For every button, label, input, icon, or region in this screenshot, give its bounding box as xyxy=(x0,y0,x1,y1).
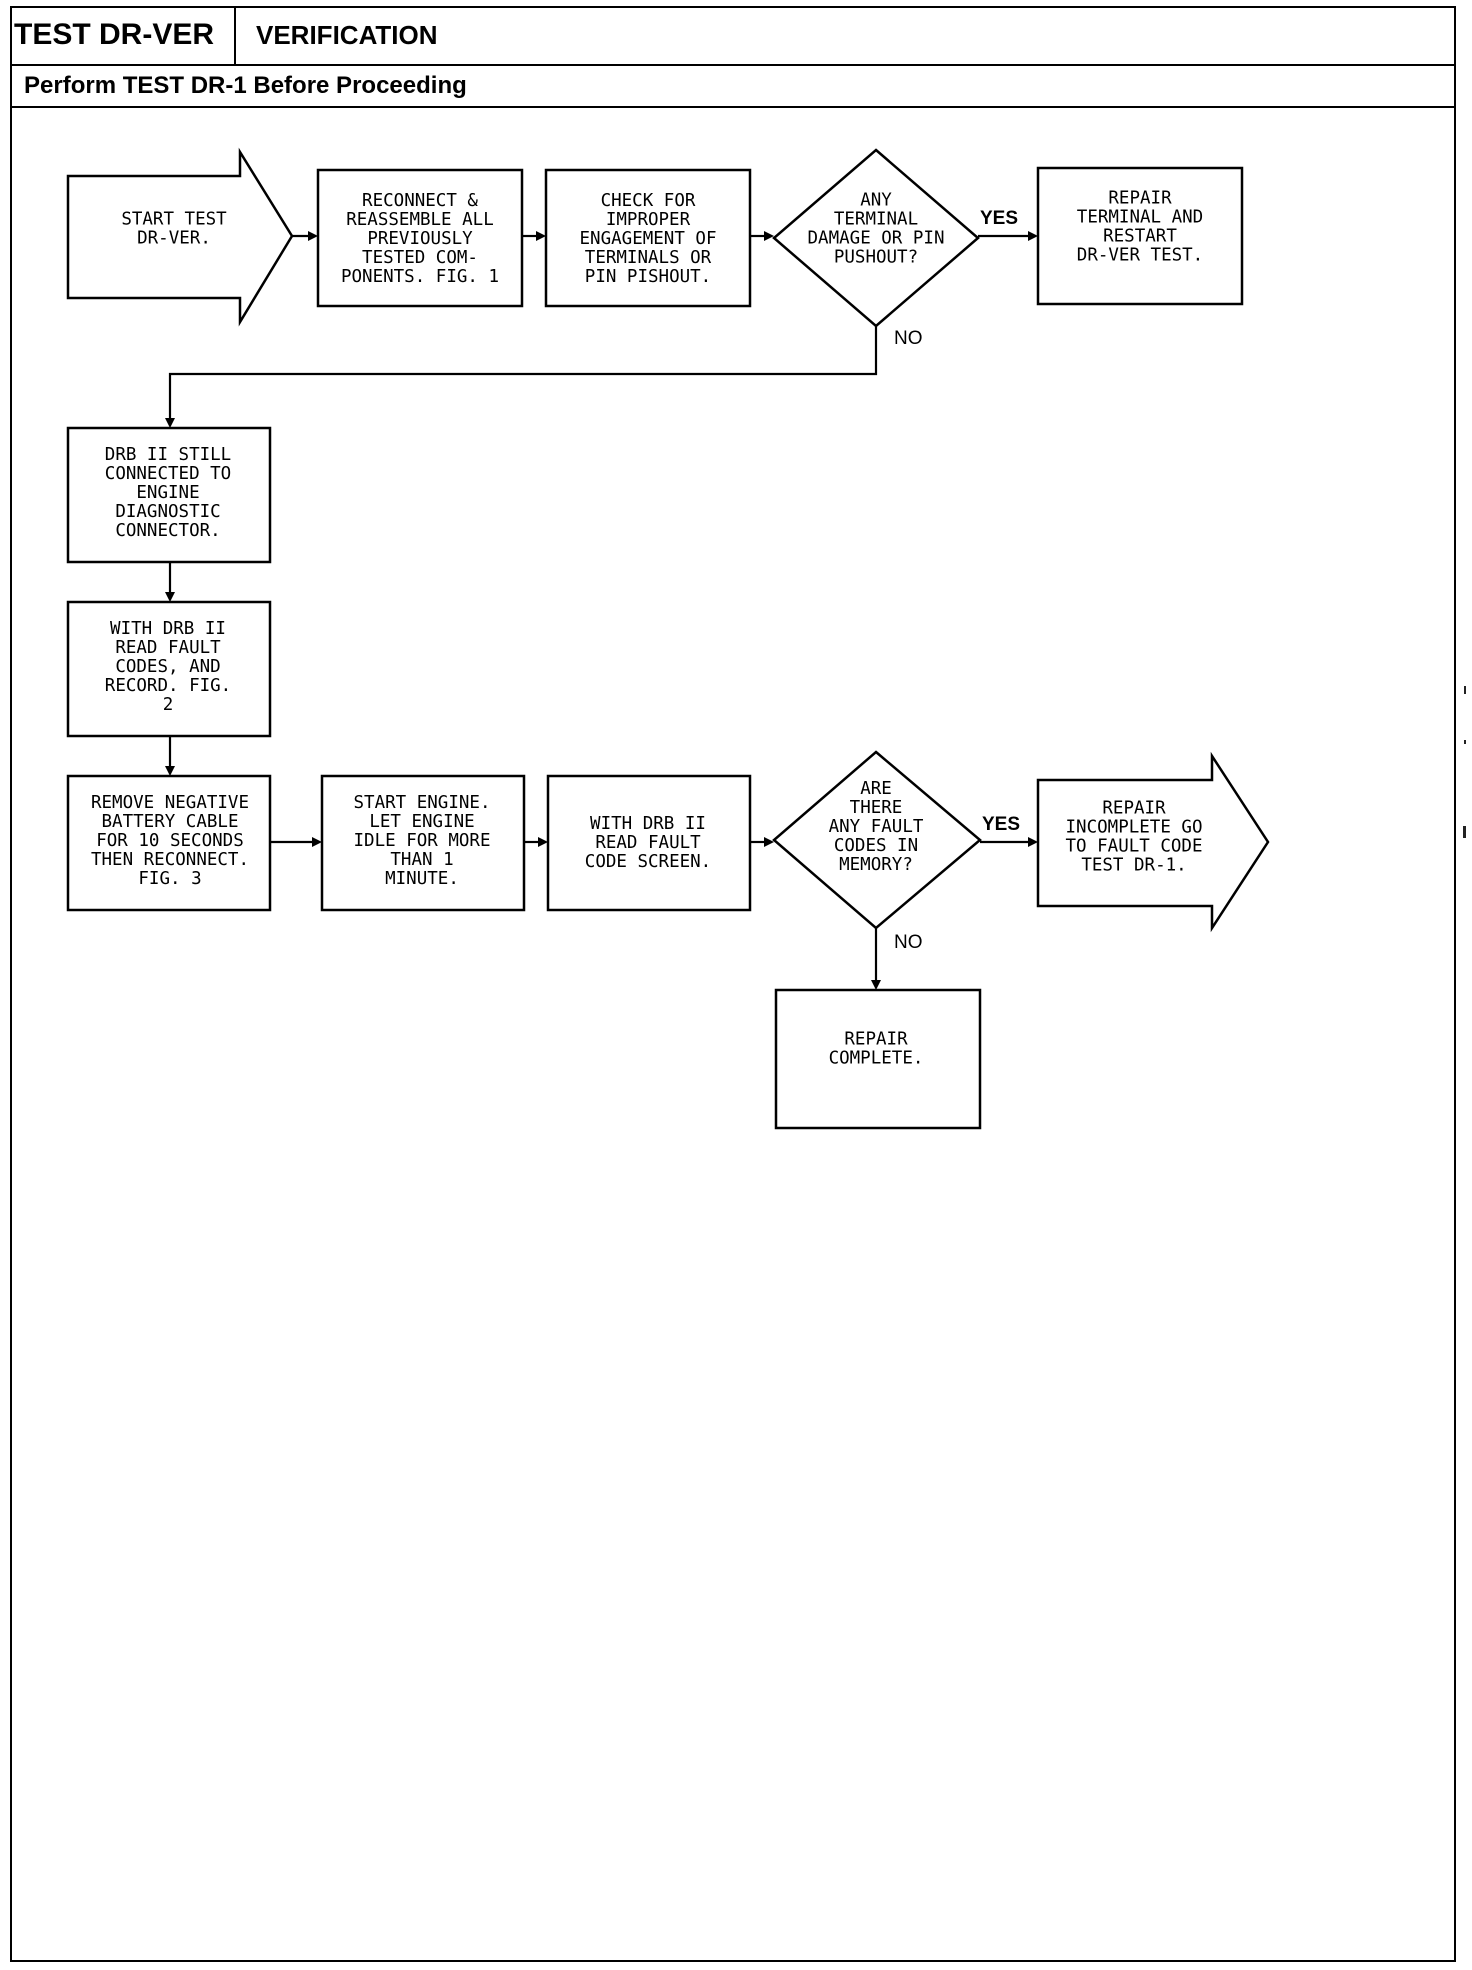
node-text-line: DAMAGE OR PIN xyxy=(808,229,945,249)
node-text-line: DR-VER. xyxy=(137,229,211,249)
terminal-no-label: NO xyxy=(894,328,923,349)
fault-no-label: NO xyxy=(894,932,923,953)
node-text-line: RECONNECT & xyxy=(362,191,478,211)
test-id: TEST DR-VER xyxy=(10,6,236,64)
node-text-line: ARE xyxy=(860,779,892,799)
node-text-line: CODES IN xyxy=(834,836,918,856)
node-text-line: REPAIR xyxy=(844,1030,908,1050)
scan-mark xyxy=(1464,740,1466,744)
fault-yes-label: YES xyxy=(982,814,1020,835)
node-text-line: TESTED COM- xyxy=(362,248,478,268)
node-text-line: COMPLETE. xyxy=(829,1049,924,1069)
page-subtitle: Perform TEST DR-1 Before Proceeding xyxy=(10,66,1456,108)
start-arrow-shape xyxy=(66,147,294,327)
node-text-line: CHECK FOR xyxy=(601,191,696,211)
node-text-line: RESTART xyxy=(1103,227,1177,247)
node-text-line: BATTERY CABLE xyxy=(102,812,239,832)
node-text-line: ANY FAULT xyxy=(829,817,924,837)
node-text-line: PREVIOUSLY xyxy=(367,229,473,249)
node-text-line: THERE xyxy=(850,798,903,818)
node-text-line: READ FAULT xyxy=(115,638,221,658)
node-text-line: READ FAULT xyxy=(595,833,701,853)
check-engagement-box xyxy=(544,168,752,308)
node-text-line: LET ENGINE xyxy=(369,812,474,832)
node-text-line: THEN RECONNECT. xyxy=(91,850,249,870)
read-fault-codes-box xyxy=(66,600,272,738)
node-text-line: START ENGINE. xyxy=(354,793,491,813)
node-text-line: CODES, AND xyxy=(115,657,220,677)
repair-terminal-box xyxy=(1036,166,1244,306)
node-text-line: REASSEMBLE ALL xyxy=(346,210,494,230)
repair-incomplete-arrow-shape xyxy=(1036,751,1270,933)
node-text-line: TEST DR-1. xyxy=(1081,856,1186,876)
node-text-line: 2 xyxy=(163,695,174,715)
node-text-line: TO FAULT CODE xyxy=(1066,837,1203,857)
node-text-line: MINUTE. xyxy=(385,869,459,889)
node-text-line: CONNECTED TO xyxy=(105,464,231,484)
page-title: VERIFICATION xyxy=(256,20,438,50)
node-text-line: ANY xyxy=(860,191,892,211)
node-text-line: REMOVE NEGATIVE xyxy=(91,793,249,813)
node-text-line: WITH DRB II xyxy=(110,619,226,639)
node-text-line: CODE SCREEN. xyxy=(585,852,711,872)
node-text-line: TERMINALS OR xyxy=(585,248,712,268)
node-text-line: FOR 10 SECONDS xyxy=(96,831,244,851)
node-text-line: START TEST xyxy=(121,210,227,230)
header-row: TEST DR-VER VERIFICATION xyxy=(10,6,1456,66)
node-text-line: TERMINAL AND xyxy=(1077,208,1203,228)
page-frame xyxy=(10,6,1456,1962)
drb-connected-box xyxy=(66,426,272,564)
node-text-line: REPAIR xyxy=(1102,799,1166,819)
connectors xyxy=(165,231,1038,990)
node-text-line: TERMINAL xyxy=(834,210,918,230)
node-text-line: DIAGNOSTIC xyxy=(115,502,220,522)
terminal-yes-label: YES xyxy=(980,208,1018,229)
node-text-line: INCOMPLETE GO xyxy=(1066,818,1203,838)
node-text-line: DRB II STILL xyxy=(105,445,231,465)
node-text-line: PONENTS. FIG. 1 xyxy=(341,267,499,287)
repair-complete-box xyxy=(774,988,982,1130)
scan-mark xyxy=(1463,826,1466,838)
scan-mark xyxy=(1464,686,1466,694)
node-text-line: CONNECTOR. xyxy=(115,521,220,541)
node-text-line: THAN 1 xyxy=(390,850,453,870)
node-text-line: PIN PISHOUT. xyxy=(585,267,711,287)
node-text-line: RECORD. FIG. xyxy=(105,676,231,696)
node-text-line: REPAIR xyxy=(1108,189,1172,209)
node-text-line: IDLE FOR MORE xyxy=(354,831,491,851)
node-text-line: PUSHOUT? xyxy=(834,248,918,268)
node-text-line: ENGINE xyxy=(136,483,199,503)
node-text-line: FIG. 3 xyxy=(138,869,201,889)
reconnect-box xyxy=(316,168,524,308)
node-text-line: IMPROPER xyxy=(606,210,691,230)
node-text-line: ENGAGEMENT OF xyxy=(580,229,717,249)
start-engine-box xyxy=(320,774,526,912)
remove-battery-cable-box xyxy=(66,774,272,912)
node-text-line: MEMORY? xyxy=(839,855,913,875)
node-text-line: WITH DRB II xyxy=(590,814,706,834)
node-text-line: DR-VER TEST. xyxy=(1077,246,1203,266)
